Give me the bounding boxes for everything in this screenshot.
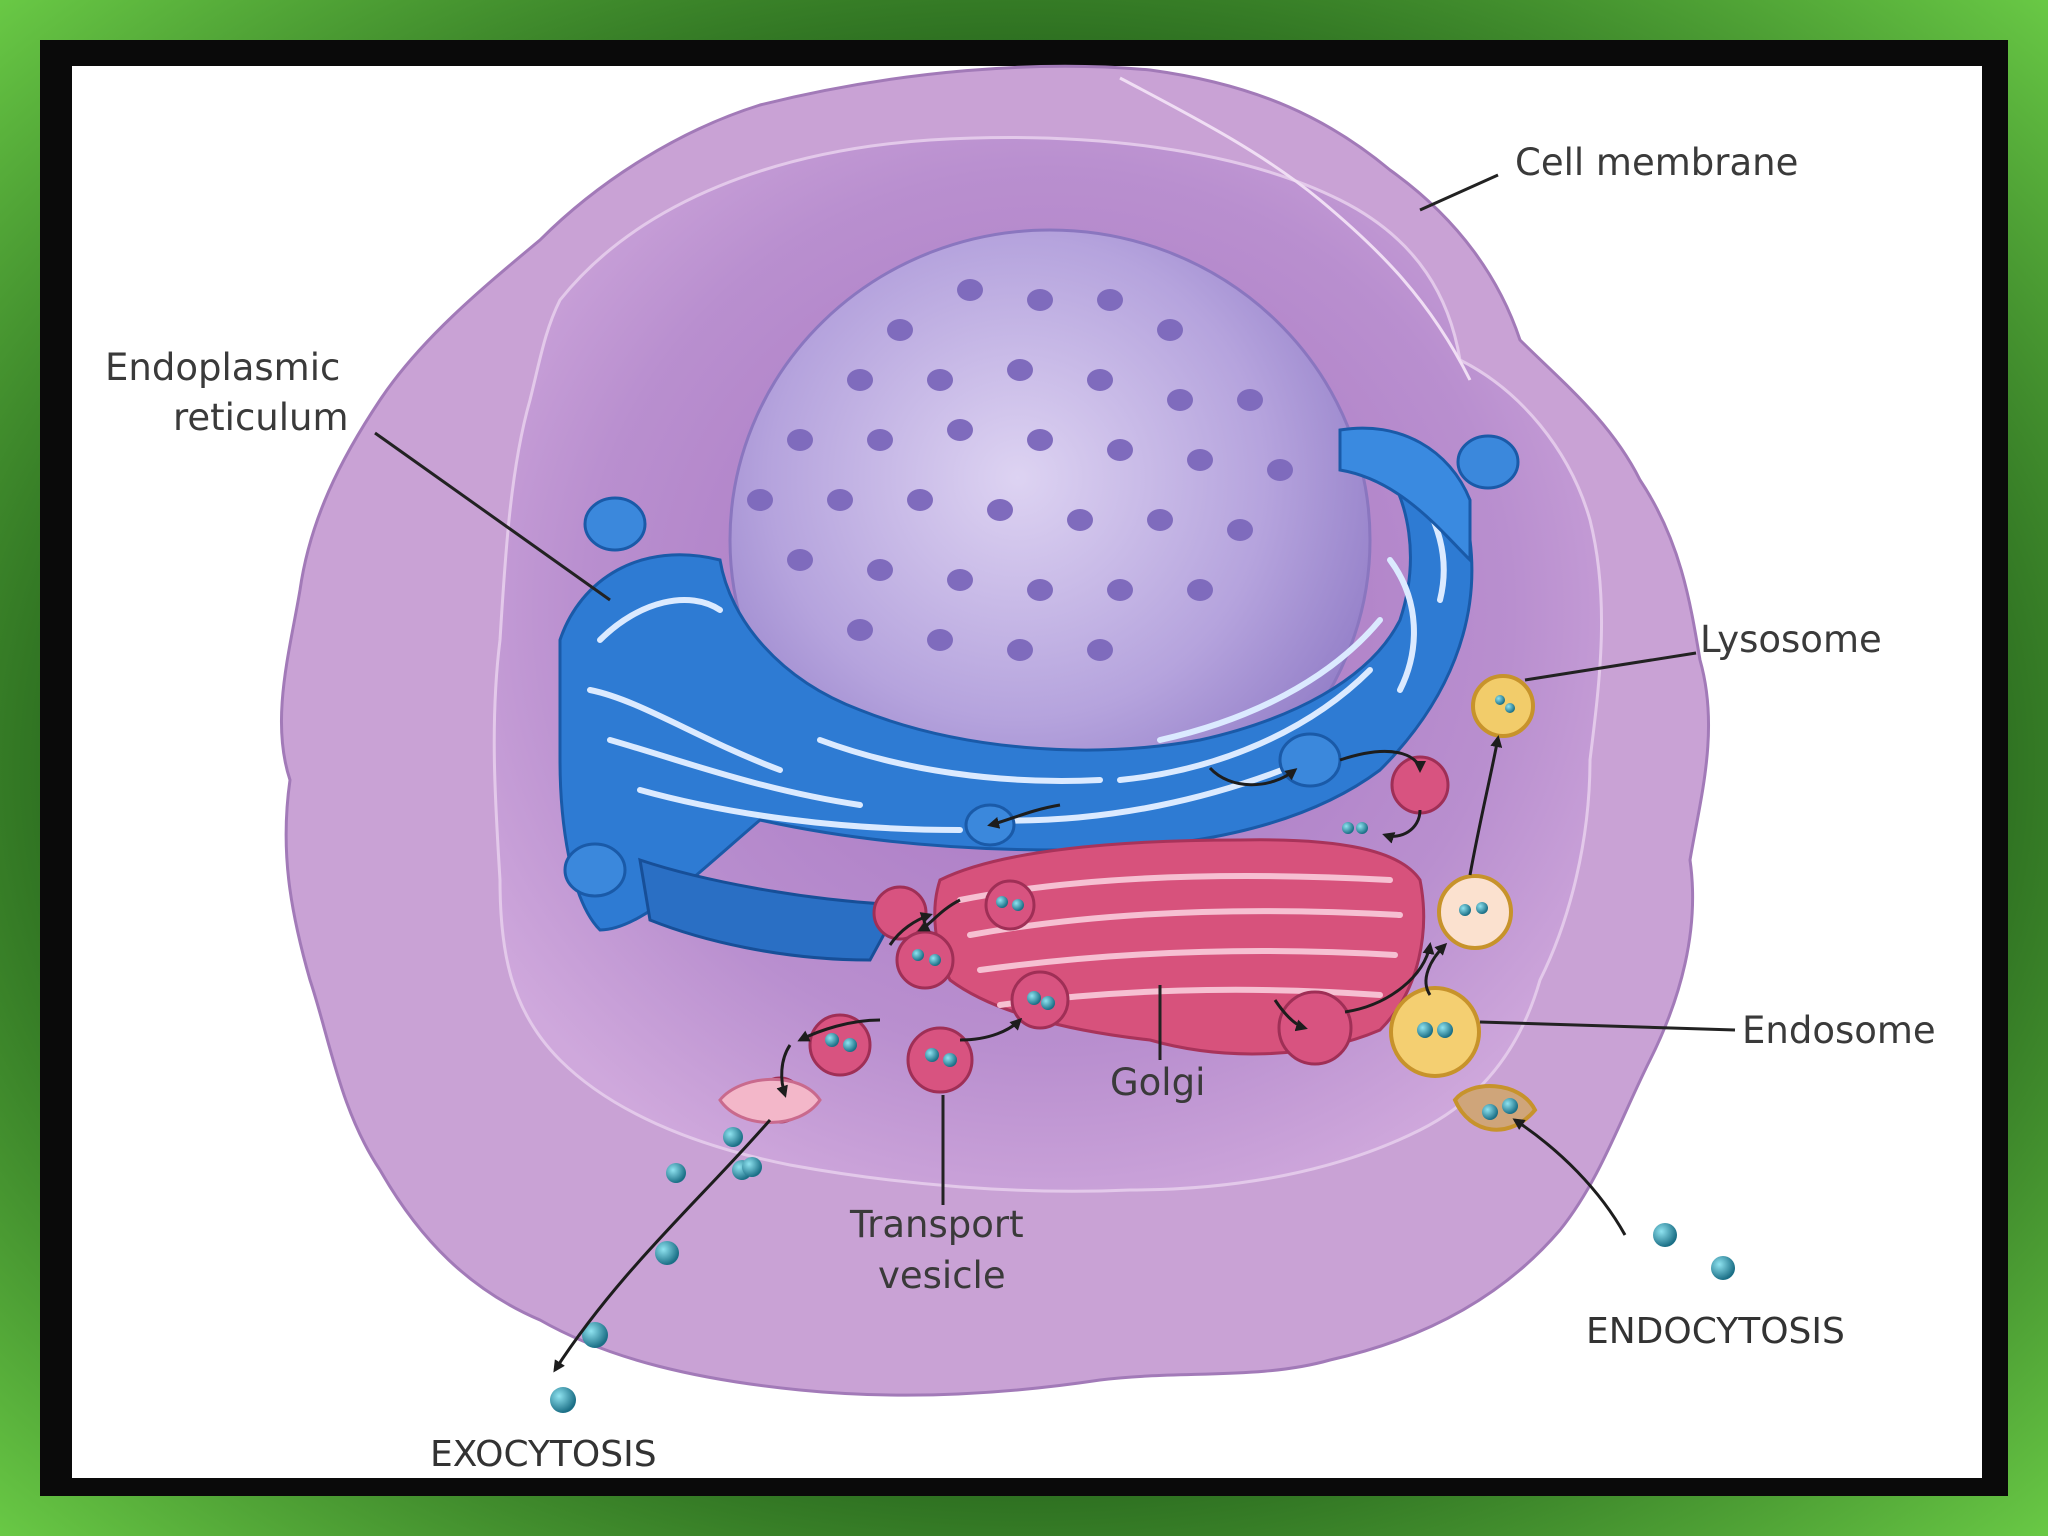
er-vesicles [563,434,1520,898]
lysosome [1471,674,1535,738]
label-er-line1: Endoplasmic [105,346,340,389]
exocytosis-pore [718,1077,822,1124]
label-endocytosis: ENDOCYTOSIS [1586,1311,1845,1352]
label-transport-line2: vesicle [878,1254,1006,1297]
endosome [1389,986,1481,1078]
trafficking-arrows [553,735,1627,1373]
membrane-edge [1119,76,1472,381]
nuclear-pores [747,279,1293,661]
label-golgi: Golgi [1110,1061,1205,1104]
label-lysosome: Lysosome [1700,618,1882,661]
label-exocytosis: EXOCYTOSIS [430,1434,657,1475]
endoplasmic-reticulum [558,426,1474,962]
label-er-line2: reticulum [173,396,349,439]
label-transport-line1: Transport [849,1203,1024,1246]
leader-lines [374,173,1736,1205]
nucleus [728,228,1372,852]
cargo-molecules [550,695,1735,1413]
late-endosome [1437,874,1513,950]
label-cell-membrane: Cell membrane [1515,141,1798,184]
label-endosome: Endosome [1742,1009,1936,1052]
